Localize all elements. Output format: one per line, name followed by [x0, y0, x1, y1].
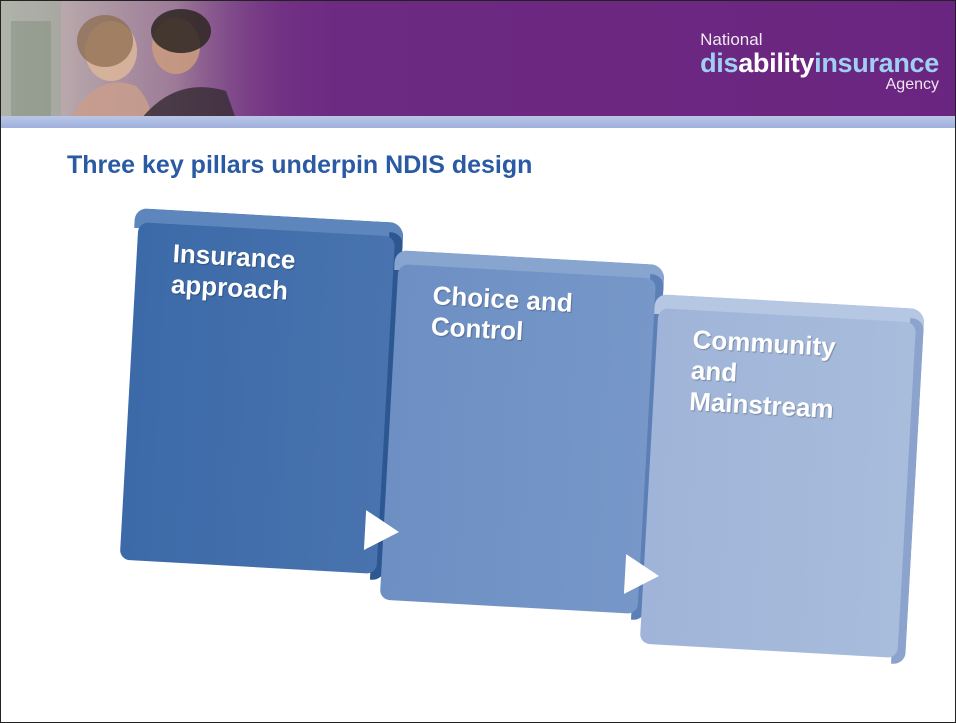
pillar-label: Insurance approach	[170, 238, 297, 306]
header-banner: National disabilityinsurance Agency	[1, 1, 955, 119]
logo-ability: ability	[738, 48, 815, 78]
logo-national-text: National	[700, 30, 763, 49]
logo-insurance: insurance	[814, 48, 939, 78]
pillar-label: Choice and Control	[430, 280, 574, 347]
slide-title: Three key pillars underpin NDIS design	[67, 151, 533, 179]
logo-main-text: disabilityinsurance	[700, 50, 939, 77]
ndis-logo: National disabilityinsurance Agency	[700, 31, 939, 93]
pillar-label: Community and Mainstream	[688, 324, 837, 425]
pillar-choice-and-control: Choice and Control	[369, 249, 665, 625]
pillar-insurance-approach: Insurance approach	[109, 207, 404, 585]
pillar-community-and-mainstream: Community and Mainstream	[629, 293, 925, 669]
header-photo	[1, 1, 291, 119]
arrow-right-icon	[623, 554, 661, 596]
logo-agency-text: Agency	[885, 76, 939, 93]
arrow-right-icon	[363, 510, 401, 552]
logo-dis: dis	[700, 48, 739, 78]
header-stripe	[1, 116, 955, 128]
